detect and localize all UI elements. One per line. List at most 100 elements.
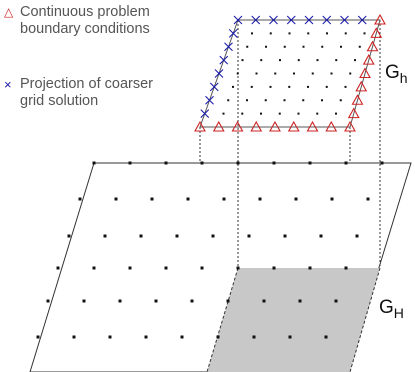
projection-cross-marker	[286, 15, 296, 25]
coarse-node	[118, 299, 122, 303]
fine-node	[269, 32, 272, 35]
coarse-node	[308, 161, 312, 165]
fine-node	[358, 45, 361, 48]
fine-node	[288, 32, 291, 35]
boundary-triangle-marker	[359, 67, 371, 79]
fine-node	[349, 72, 352, 75]
coarse-node	[366, 197, 370, 201]
blue-cross-icon: ×	[4, 77, 12, 92]
coarse-node	[154, 299, 158, 303]
boundary-triangle-marker	[269, 120, 281, 132]
fine-node	[260, 112, 262, 115]
fine-node	[321, 99, 323, 102]
boundary-triangle-marker	[231, 120, 244, 132]
coarse-node	[92, 266, 96, 270]
coarse-node	[247, 234, 251, 238]
coarse-node	[283, 234, 287, 238]
boundary-triangle-marker	[287, 120, 300, 132]
fine-node	[264, 99, 267, 102]
projection-markers	[200, 15, 367, 119]
coarse-node	[258, 197, 262, 201]
coarse-node	[128, 266, 132, 270]
coarse-node	[262, 299, 266, 303]
projection-cross-marker	[224, 42, 233, 52]
fine-node	[260, 59, 263, 62]
coarse-node	[334, 299, 338, 303]
coarse-grid-nodes	[36, 161, 384, 339]
shaded-region-right-edge	[349, 267, 381, 372]
fine-node	[283, 45, 286, 48]
fine-node	[307, 32, 310, 35]
fine-node	[302, 99, 305, 102]
fine-node	[283, 99, 286, 102]
fine-node	[335, 112, 337, 115]
coarse-node	[380, 161, 384, 165]
projection-cross-marker	[322, 15, 332, 25]
fine-node	[222, 112, 225, 115]
projection-cross-marker	[200, 109, 210, 119]
coarse-node	[186, 197, 190, 201]
fine-node	[293, 72, 295, 75]
coarse-node	[46, 299, 50, 303]
legend-boundary-line-1: Continuous problem	[20, 4, 150, 20]
boundary-triangle-marker	[362, 53, 375, 65]
coarse-node	[144, 335, 148, 339]
projection-cross-marker	[269, 15, 278, 25]
fine-node	[316, 59, 319, 62]
fine-grid-plane	[199, 19, 381, 128]
coarse-grid-label: GH	[379, 297, 404, 321]
coarse-node	[108, 335, 112, 339]
coarse-node	[330, 197, 334, 201]
fine-grid-nodes	[222, 32, 366, 115]
projection-cross-marker	[357, 15, 367, 25]
fine-node	[363, 32, 366, 35]
coarse-node	[324, 335, 328, 339]
coarse-grid-shaded-region	[207, 268, 380, 372]
boundary-triangle-marker	[344, 120, 356, 132]
fine-node	[297, 59, 300, 62]
projection-cross-marker	[340, 15, 349, 25]
boundary-triangle-marker	[306, 120, 319, 132]
projection-cross-marker	[205, 95, 214, 105]
coarse-node	[92, 161, 96, 165]
projection-cross-marker	[209, 82, 219, 92]
coarse-node	[164, 266, 168, 270]
coarse-node	[308, 266, 312, 270]
fine-node	[311, 72, 314, 75]
fine-node	[251, 32, 253, 35]
coarse-node	[164, 161, 168, 165]
boundary-triangle-marker	[374, 13, 386, 25]
fine-node	[335, 59, 338, 62]
boundary-triangle-marker	[250, 120, 263, 132]
fine-node	[330, 72, 333, 75]
coarse-node	[298, 299, 302, 303]
projection-cross-marker	[219, 55, 229, 65]
coarse-node	[236, 161, 240, 165]
coarse-node	[222, 197, 226, 201]
coarse-node	[114, 197, 118, 201]
coarse-node	[344, 161, 348, 165]
fine-node	[236, 72, 239, 75]
fine-node	[354, 59, 356, 62]
legend-boundary-line-2: boundary conditions	[20, 21, 150, 37]
legend-projection-line-2: grid solution	[20, 93, 99, 109]
coarse-node	[128, 161, 132, 165]
projection-cross-marker	[228, 28, 238, 38]
fine-node	[255, 72, 258, 75]
fine-node	[278, 112, 281, 115]
coarse-node	[150, 197, 154, 201]
fine-node	[246, 99, 248, 102]
coarse-node	[180, 335, 184, 339]
coarse-node	[56, 266, 60, 270]
fine-node	[241, 59, 244, 62]
boundary-triangle-marker	[351, 94, 364, 105]
fine-node	[274, 72, 277, 75]
boundary-condition-markers	[194, 13, 386, 132]
projection-lines	[199, 20, 381, 268]
fine-node	[250, 85, 253, 88]
fine-node	[307, 85, 309, 88]
fine-node	[297, 112, 300, 115]
legend-projection: × Projection of coarser grid solution	[4, 76, 225, 110]
coarse-node	[226, 299, 230, 303]
